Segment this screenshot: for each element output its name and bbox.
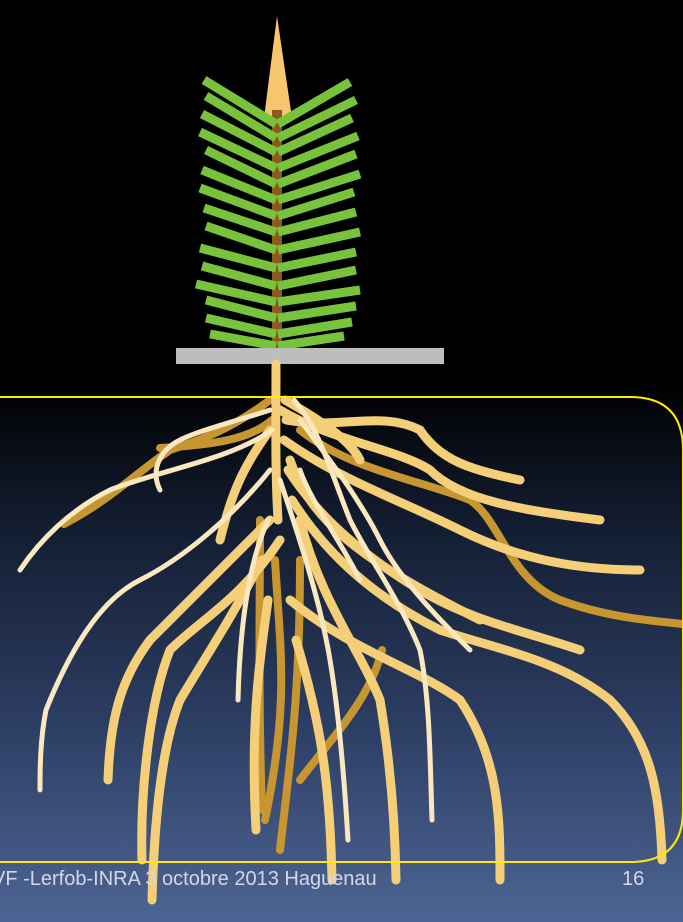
seedling-shoot [196, 16, 360, 350]
slide-footer: VF -Lerfob-INRA 3 octobre 2013 Haguenau … [0, 868, 683, 908]
footer-text: VF -Lerfob-INRA 3 octobre 2013 Haguenau [0, 868, 377, 891]
page-number: 16 [622, 868, 644, 891]
terminal-bud [264, 16, 292, 118]
root-system [20, 364, 683, 900]
ground-level-bar [176, 348, 444, 364]
